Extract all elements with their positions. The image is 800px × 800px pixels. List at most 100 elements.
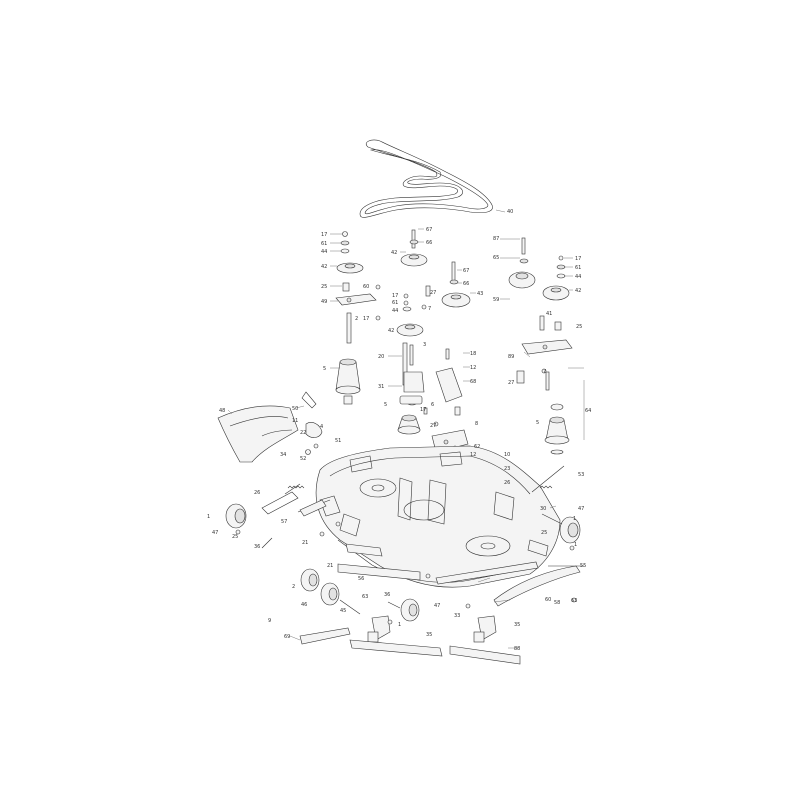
callout-label: 52: [300, 456, 306, 462]
bolt: [521, 237, 526, 255]
callout-label: 2: [355, 316, 358, 322]
callout-label: 63: [571, 598, 577, 604]
callout-label: 12: [470, 365, 476, 371]
leader-lines: [227, 209, 585, 649]
pulley: [441, 292, 471, 308]
callout-label: 67: [463, 268, 469, 274]
callout-label: 58: [554, 600, 560, 606]
callout-label: 6: [431, 402, 434, 408]
callout-label: 64: [585, 408, 591, 414]
center-left-pulley: [400, 229, 428, 267]
callout-label: 25: [541, 530, 547, 536]
callout-label: 34: [280, 452, 286, 458]
bolt: [411, 229, 416, 249]
bushing: [342, 282, 350, 292]
washer: [340, 240, 350, 246]
center-spindle: [397, 395, 423, 435]
callout-label: 2: [292, 584, 295, 590]
callout-label: 51: [335, 438, 341, 444]
callout-label: 33: [454, 613, 460, 619]
blades: [299, 627, 521, 665]
callout-label: 7: [543, 369, 546, 375]
spacer: [340, 248, 350, 254]
callout-label: 23: [504, 466, 510, 472]
callout-label: 36: [384, 592, 390, 598]
callout-label: 63: [362, 594, 368, 600]
callout-label: 30: [540, 506, 546, 512]
callout-label: 17: [575, 256, 581, 262]
pulley: [542, 285, 570, 301]
callout-label: 61: [575, 265, 581, 271]
pulley: [396, 323, 424, 337]
left-linkage: [261, 483, 341, 549]
callout-label: 44: [575, 274, 581, 280]
callout-label: 25: [321, 284, 327, 290]
callout-label: 47: [434, 603, 440, 609]
callout-label: 89: [508, 354, 514, 360]
right-spindle: [544, 403, 570, 455]
idler-shaft: [346, 312, 352, 344]
callout-label: 9: [268, 618, 271, 624]
callout-label: 57: [281, 519, 287, 525]
center-small-parts: [396, 285, 450, 386]
callout-label: 44: [392, 308, 398, 314]
callout-label: 20: [378, 354, 384, 360]
callout-label: 48: [219, 408, 225, 414]
pulley: [508, 271, 536, 289]
callout-label: 26: [504, 480, 510, 486]
callout-labels: 40 17 61 44 42 25 60 49 67 66 42 67 66 4…: [207, 209, 591, 652]
callout-label: 31: [378, 384, 384, 390]
callout-label: 12: [470, 452, 476, 458]
lift-arm-58: [493, 565, 581, 607]
callout-label: 65: [493, 255, 499, 261]
callout-label: 17: [392, 293, 398, 299]
callout-label: 68: [470, 379, 476, 385]
callout-label: 46: [301, 602, 307, 608]
callout-label: 1: [398, 622, 401, 628]
right-pulley-stack: [508, 237, 573, 391]
callout-label: 50: [292, 406, 298, 412]
callout-label: 43: [477, 291, 483, 297]
callout-label: 5: [323, 366, 326, 372]
callout-label: 53: [578, 472, 584, 478]
rod-56: [337, 563, 421, 581]
bolt: [375, 284, 381, 290]
callout-label: 60: [545, 597, 551, 603]
callout-label: 42: [388, 328, 394, 334]
left-pulley-stack: [335, 231, 381, 344]
callout-label: 61: [321, 241, 327, 247]
callout-label: 25: [232, 534, 238, 540]
callout-label: 1: [574, 542, 577, 548]
callout-label: 27: [430, 290, 436, 296]
callout-label: 61: [392, 300, 398, 306]
callout-label: 44: [321, 249, 327, 255]
callout-label: 21: [327, 563, 333, 569]
pulley: [400, 253, 428, 267]
left-front-wheel: [225, 503, 247, 535]
nut: [342, 231, 348, 237]
callout-label: 42: [575, 288, 581, 294]
bracket-68: [435, 367, 463, 403]
callout-label: 62: [474, 444, 480, 450]
callout-label: 60: [363, 284, 369, 290]
callout-label: 66: [463, 281, 469, 287]
callout-label: 11: [292, 418, 298, 424]
bolt: [451, 261, 456, 283]
callout-label: 88: [514, 646, 520, 652]
callout-label: 87: [493, 236, 499, 242]
drive-belt: [359, 139, 493, 218]
callout-label: 27: [430, 423, 436, 429]
callout-label: 35: [426, 632, 432, 638]
callout-label: 26: [254, 490, 260, 496]
callout-label: 47: [212, 530, 218, 536]
lower-linkage: [337, 543, 584, 609]
callout-label: 36: [254, 544, 260, 550]
callout-label: 17: [321, 232, 327, 238]
callout-label: 5: [536, 420, 539, 426]
callout-label: 3: [423, 342, 426, 348]
center-pulley: [441, 261, 471, 308]
callout-label: 42: [391, 250, 397, 256]
callout-label: 5: [384, 402, 387, 408]
callout-label: 55: [580, 563, 586, 569]
